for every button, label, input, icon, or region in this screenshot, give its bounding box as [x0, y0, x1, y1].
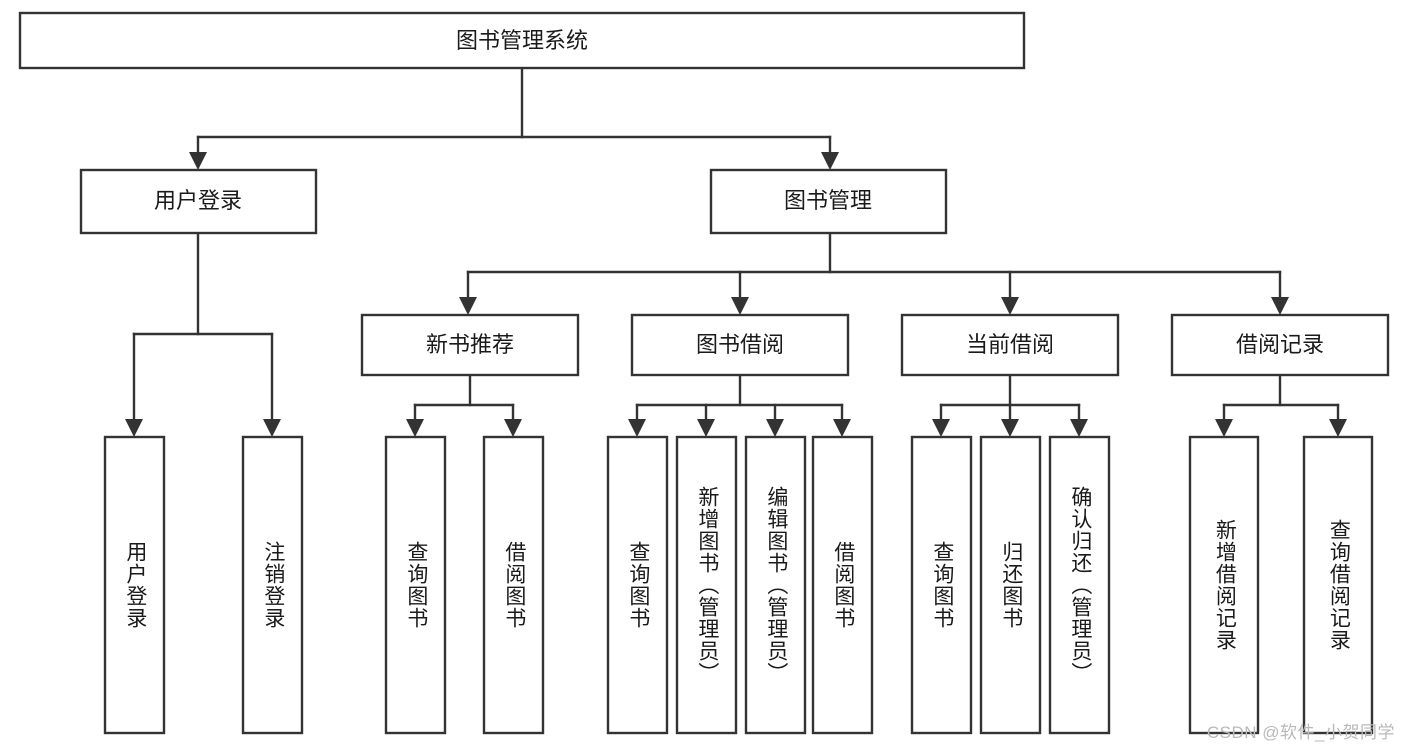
- leaf-box-borrow-book-2[interactable]: [811, 435, 874, 735]
- leaf-box-return-book[interactable]: [979, 435, 1042, 735]
- csdn-watermark: CSDN @软件_小贺同学: [1206, 723, 1395, 742]
- node-new-book-recommend[interactable]: 新书推荐: [360, 313, 580, 377]
- leaf-box-add-book[interactable]: [675, 435, 738, 735]
- leaf-box-query-book-2[interactable]: [606, 435, 669, 735]
- leaf-box-query-record[interactable]: [1302, 435, 1374, 735]
- node-new-book-recommend-label: 新书推荐: [426, 332, 514, 357]
- leaf-box-user-login[interactable]: [103, 435, 166, 735]
- edges-bookmgmt-to-level3: [459, 231, 1289, 315]
- node-book-management-label: 图书管理: [784, 188, 872, 213]
- node-root-label: 图书管理系统: [456, 28, 588, 53]
- node-book-borrow[interactable]: 图书借阅: [630, 313, 850, 377]
- edges-userlogin-to-leaves: [125, 231, 281, 437]
- node-borrow-record-label: 借阅记录: [1236, 332, 1324, 357]
- node-book-management[interactable]: 图书管理: [709, 168, 948, 235]
- node-borrow-record[interactable]: 借阅记录: [1170, 313, 1390, 377]
- leaf-box-query-book-1[interactable]: [384, 435, 447, 735]
- leaf-box-query-book-3[interactable]: [910, 435, 973, 735]
- edges-bookborrow-to-leaves: [628, 373, 851, 437]
- leaf-box-edit-book[interactable]: [744, 435, 807, 735]
- leaf-boxes: [103, 435, 1374, 735]
- edges-newbook-to-leaves: [406, 373, 522, 437]
- leaf-box-user-logout[interactable]: [241, 435, 304, 735]
- leaf-box-add-record[interactable]: [1188, 435, 1260, 735]
- node-book-borrow-label: 图书借阅: [696, 332, 784, 357]
- leaf-box-confirm-return[interactable]: [1048, 435, 1111, 735]
- edges-root-to-level2: [189, 66, 839, 170]
- node-user-login[interactable]: 用户登录: [79, 168, 318, 235]
- edges-currentborrow-to-leaves: [932, 373, 1088, 437]
- node-root[interactable]: 图书管理系统: [18, 11, 1026, 70]
- node-current-borrow-label: 当前借阅: [966, 332, 1054, 357]
- node-current-borrow[interactable]: 当前借阅: [900, 313, 1120, 377]
- leaf-box-borrow-book-1[interactable]: [482, 435, 545, 735]
- edges-borrowrecord-to-leaves: [1215, 373, 1347, 437]
- node-user-login-label: 用户登录: [154, 188, 242, 213]
